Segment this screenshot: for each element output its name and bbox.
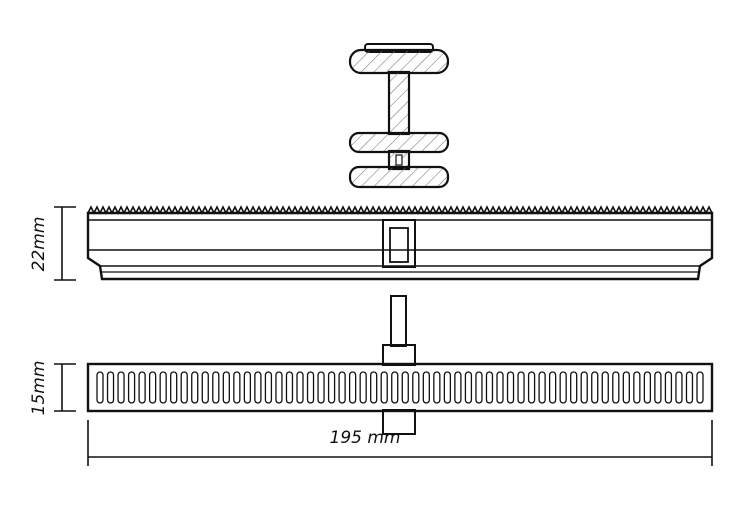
slot <box>433 371 441 404</box>
slot <box>380 371 388 404</box>
slot <box>138 371 146 404</box>
slot <box>412 371 420 404</box>
slot <box>117 371 125 404</box>
slot <box>548 371 557 404</box>
slot <box>475 371 483 404</box>
slot <box>485 371 494 404</box>
dim-label-195mm: 195 mm <box>330 428 401 448</box>
slot <box>391 371 399 404</box>
slot <box>201 371 209 404</box>
slot <box>517 371 525 404</box>
height-dimension-15: 15mm <box>29 361 76 416</box>
slot <box>685 371 694 404</box>
dim-label-22mm: 22mm <box>29 217 49 272</box>
slot-row <box>96 371 704 404</box>
slot <box>348 371 357 404</box>
slot <box>275 371 283 404</box>
side-elevation <box>86 205 714 281</box>
slot <box>338 371 346 404</box>
slot <box>264 371 273 404</box>
bottom-view <box>86 362 714 413</box>
slot <box>285 371 294 404</box>
slot <box>612 371 620 404</box>
slot <box>401 371 409 404</box>
slot <box>296 371 304 404</box>
cross-section-profile <box>348 43 450 189</box>
elevation-connector <box>382 219 416 268</box>
slot <box>191 371 199 404</box>
slot <box>422 371 430 404</box>
slot <box>243 371 252 404</box>
length-dimension-195: 195 mm <box>87 420 713 466</box>
slot <box>643 371 652 404</box>
slot <box>654 371 662 404</box>
slot <box>506 371 515 404</box>
height-dimension-22: 22mm <box>29 206 76 281</box>
slot <box>317 371 325 404</box>
slot <box>580 371 588 404</box>
slot <box>527 371 536 404</box>
slot <box>222 371 230 404</box>
elevation-connector-window <box>389 227 409 263</box>
slot <box>327 371 336 404</box>
slot <box>559 371 567 404</box>
slot <box>633 371 641 404</box>
slot <box>601 371 609 404</box>
slot <box>664 371 673 404</box>
slot <box>370 371 378 404</box>
slot <box>454 371 462 404</box>
slot <box>306 371 315 404</box>
slot <box>106 371 115 404</box>
slot <box>538 371 546 404</box>
profile-web <box>387 70 411 136</box>
bottom-view-outline <box>86 362 714 413</box>
elevation-body <box>86 211 714 281</box>
pin-collar <box>382 344 416 366</box>
profile-slot <box>395 154 403 166</box>
slot <box>127 371 136 404</box>
slot <box>96 371 104 404</box>
slot <box>622 371 630 404</box>
slot <box>233 371 241 404</box>
slot <box>464 371 473 404</box>
slot <box>570 371 578 404</box>
profile-bottom-flange <box>348 165 450 189</box>
slot <box>159 371 167 404</box>
dim-label-15mm: 15mm <box>29 361 49 416</box>
slot <box>443 371 452 404</box>
slot <box>675 371 683 404</box>
profile-top-flange <box>348 48 450 75</box>
slot <box>180 371 188 404</box>
pin-upper <box>390 295 407 347</box>
slot <box>212 371 220 404</box>
slot <box>148 371 157 404</box>
slot <box>696 371 704 404</box>
slot <box>170 371 178 404</box>
slot <box>254 371 262 404</box>
slot <box>496 371 504 404</box>
profile-middle-flange <box>348 131 450 154</box>
slot <box>359 371 367 404</box>
slot <box>591 371 599 404</box>
